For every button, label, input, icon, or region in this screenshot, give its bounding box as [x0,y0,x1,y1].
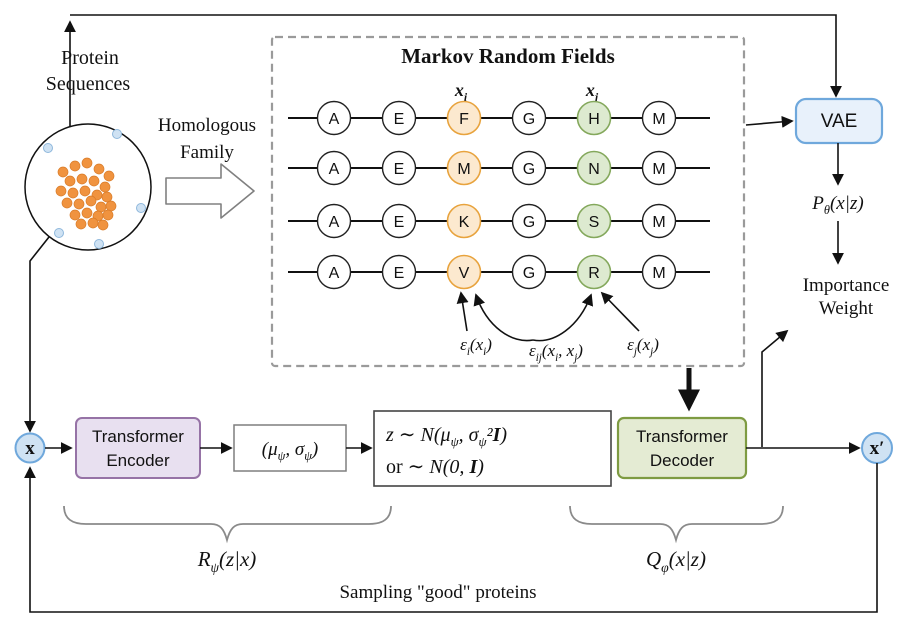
vae-label: VAE [821,111,858,132]
x-input-node [14,432,46,464]
mrf-node-letter: A [329,265,340,282]
feedback-loop-arrow [24,463,878,613]
mrf-node-circle [316,254,352,290]
mrf-node-circle [511,203,547,239]
mrf-node-letter: A [329,161,340,178]
mrf-node-letter: K [459,214,470,231]
top-feed-to-vae-arrow [70,14,842,98]
x-prime-label: x′ [870,438,885,459]
mrf-panel [270,35,746,368]
mrf-node-circle [576,150,612,186]
mu-sigma-label: (μψ, σψ) [262,439,318,463]
mrf-node-circle [576,254,612,290]
mrf-to-vae-arrow [745,115,794,128]
mrf-node-letter: G [523,214,535,231]
eps-ij-label: εij(xi, xj) [529,341,583,364]
mrf-node-circle [511,100,547,136]
mrf-node-letter: V [459,265,470,282]
encoder-brace [63,505,392,544]
mrf-xj-label: xj [585,80,599,104]
mrf-node-letter: G [523,111,535,128]
mrf-node-letter: G [523,161,535,178]
mrf-node-letter: M [457,161,470,178]
mrf-node-letter: A [329,214,340,231]
decoder-label-line1: Transformer [636,427,728,446]
eps-j-arrow [600,291,640,332]
mrf-node-circle [381,254,417,290]
protein-cluster-icon [24,123,152,251]
mrf-node-circle [381,203,417,239]
mrf-node-letter: M [652,214,665,231]
mrf-node-circle [381,100,417,136]
mrf-node-letter: M [652,111,665,128]
mrf-node-circle [641,100,677,136]
sampling-label: Sampling "good" proteins [339,582,536,603]
mrf-node-circle [446,254,482,290]
mrf-node-letter: H [588,111,600,128]
mrf-node-circle [316,203,352,239]
homologous-label-line2: Family [180,142,234,163]
vae-box [794,97,884,145]
mrf-node-letter: A [329,111,340,128]
mrf-node-circle [641,203,677,239]
p-theta-label: Pθ(x|z) [811,193,863,217]
decoder-brace [569,505,784,544]
mrf-node-letter: R [588,265,600,282]
importance-label-line1: Importance [803,275,890,296]
mrf-node-letter: F [459,111,469,128]
x-input-label: x [25,438,35,459]
protein-label-line2: Sequences [46,73,131,95]
eps-j-label: εj(xj) [627,335,659,358]
homologous-block-arrow-icon [165,163,255,219]
mrf-node-circle [446,100,482,136]
encoder-label-line1: Transformer [92,427,184,446]
mrf-node-circle [316,100,352,136]
eps-ij-arc-right [532,293,594,342]
mrf-node-letter: G [523,265,535,282]
q-phi-label: Qφ(x|z) [646,547,706,575]
importance-label-line2: Weight [819,298,874,319]
mrf-title: Markov Random Fields [401,44,615,68]
mrf-node-letter: E [394,214,405,231]
mrf-node-circle [641,254,677,290]
z-sampling-box [373,410,612,487]
decoder-label-line2: Decoder [650,451,715,470]
mrf-node-circle [641,150,677,186]
mrf-node-circle [381,150,417,186]
encoder-label-line2: Encoder [106,451,170,470]
mrf-node-letter: E [394,111,405,128]
mrf-node-circle [576,203,612,239]
mrf-node-letter: M [652,161,665,178]
mrf-node-circle [576,100,612,136]
eps-ij-arc-left [473,293,534,342]
r-psi-label: Rψ(z|x) [197,547,257,575]
mrf-node-letter: E [394,161,405,178]
z-box-line1: z ∼ N(μψ, σψ²I) [385,424,507,449]
mrf-xi-label: xi [454,80,468,104]
mrf-node-letter: M [652,265,665,282]
protein-to-x-arrow [24,236,50,433]
mrf-node-letter: S [589,214,600,231]
mrf-node-circle [446,203,482,239]
mrf-node-circle [316,150,352,186]
mrf-node-circle [511,254,547,290]
z-box-line2: or ∼ N(0, I) [386,456,484,478]
mrf-node-letter: E [394,265,405,282]
homologous-label-line1: Homologous [158,115,256,136]
eps-i-label: εi(xi) [460,335,492,358]
mrf-node-circle [511,150,547,186]
protein-label-line1: Protein [61,47,119,69]
mrf-node-circle [446,150,482,186]
eps-i-arrow [456,291,469,332]
mrf-node-letter: N [588,161,600,178]
wire-to-importance-arrow [761,329,789,447]
